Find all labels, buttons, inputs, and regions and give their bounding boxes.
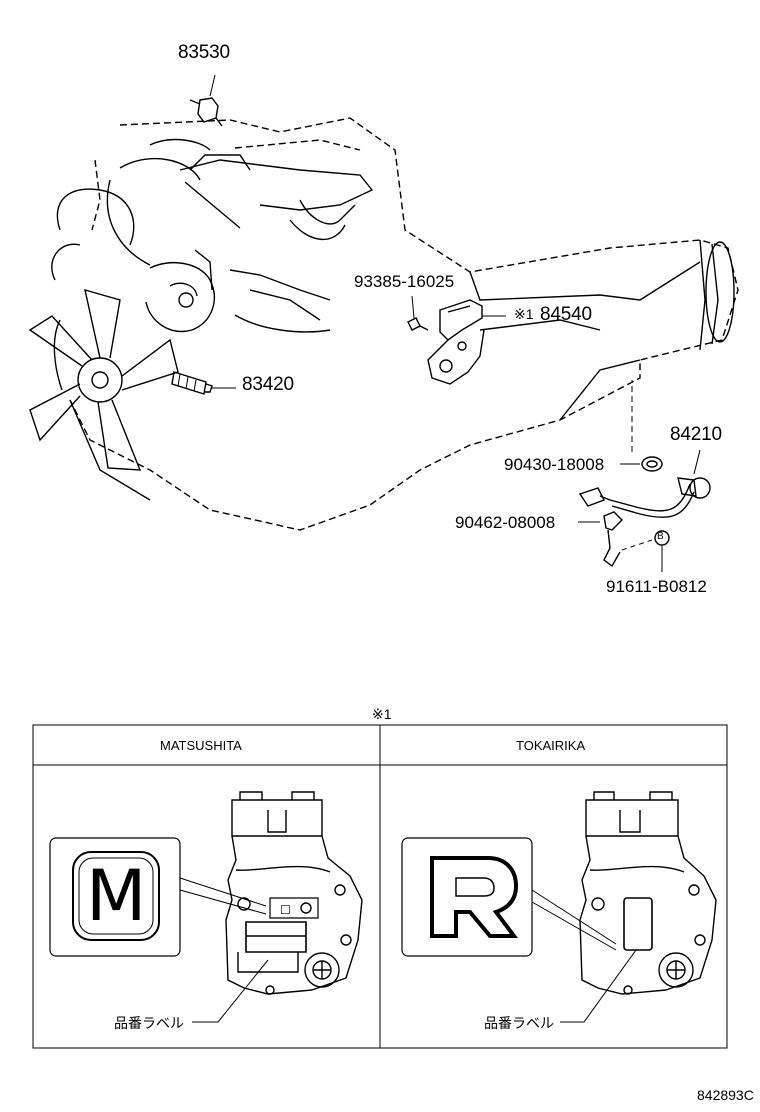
tokairika-part-number-label-note: 品番ラベル [484,1015,554,1031]
part-note-mark-84540: ※1 [514,306,534,322]
detail-mark: ※1 [372,706,392,722]
bolt-93385-part [407,295,429,331]
part-label-91611-B0812: 91611-B0812 [606,577,707,596]
part-label-84210: 84210 [670,424,722,445]
column-title-matsushita: MATSUSHITA [160,738,242,753]
cooling-fan [28,289,179,471]
tokairika-logo-box [401,837,533,957]
clamp-part [578,511,653,568]
column-title-tokairika: TOKAIRIKA [516,738,586,753]
part-label-83530: 83530 [178,42,230,63]
gasket-part [620,380,663,472]
temperature-sender-part [171,371,236,395]
matsushita-logo-box [49,837,181,957]
engine-assembly [28,117,739,531]
part-label-90430-18008: 90430-18008 [504,455,605,474]
matsushita-logo: M [86,855,147,937]
matsushita-switch-drawing: ☐ [179,791,363,1023]
neutral-start-switch-part [427,299,506,385]
tokairika-logo-text: R [0,0,1,1]
bolt-marker-b: B [657,531,664,542]
oil-pressure-switch-part [189,74,223,127]
part-label-90462-08008: 90462-08008 [455,513,556,532]
bolt-91611-part [654,530,670,572]
part-label-84540: 84540 [540,304,592,325]
speed-sensor-part [578,449,711,518]
svg-text:☐: ☐ [280,903,291,917]
part-label-93385-16025: 93385-16025 [354,272,455,291]
tokairika-switch-drawing [531,791,717,1023]
detail-table [32,724,728,1049]
part-label-83420: 83420 [242,374,294,395]
drawing-number: 842893C [697,1087,754,1103]
matsushita-part-number-label-note: 品番ラベル [114,1015,184,1031]
